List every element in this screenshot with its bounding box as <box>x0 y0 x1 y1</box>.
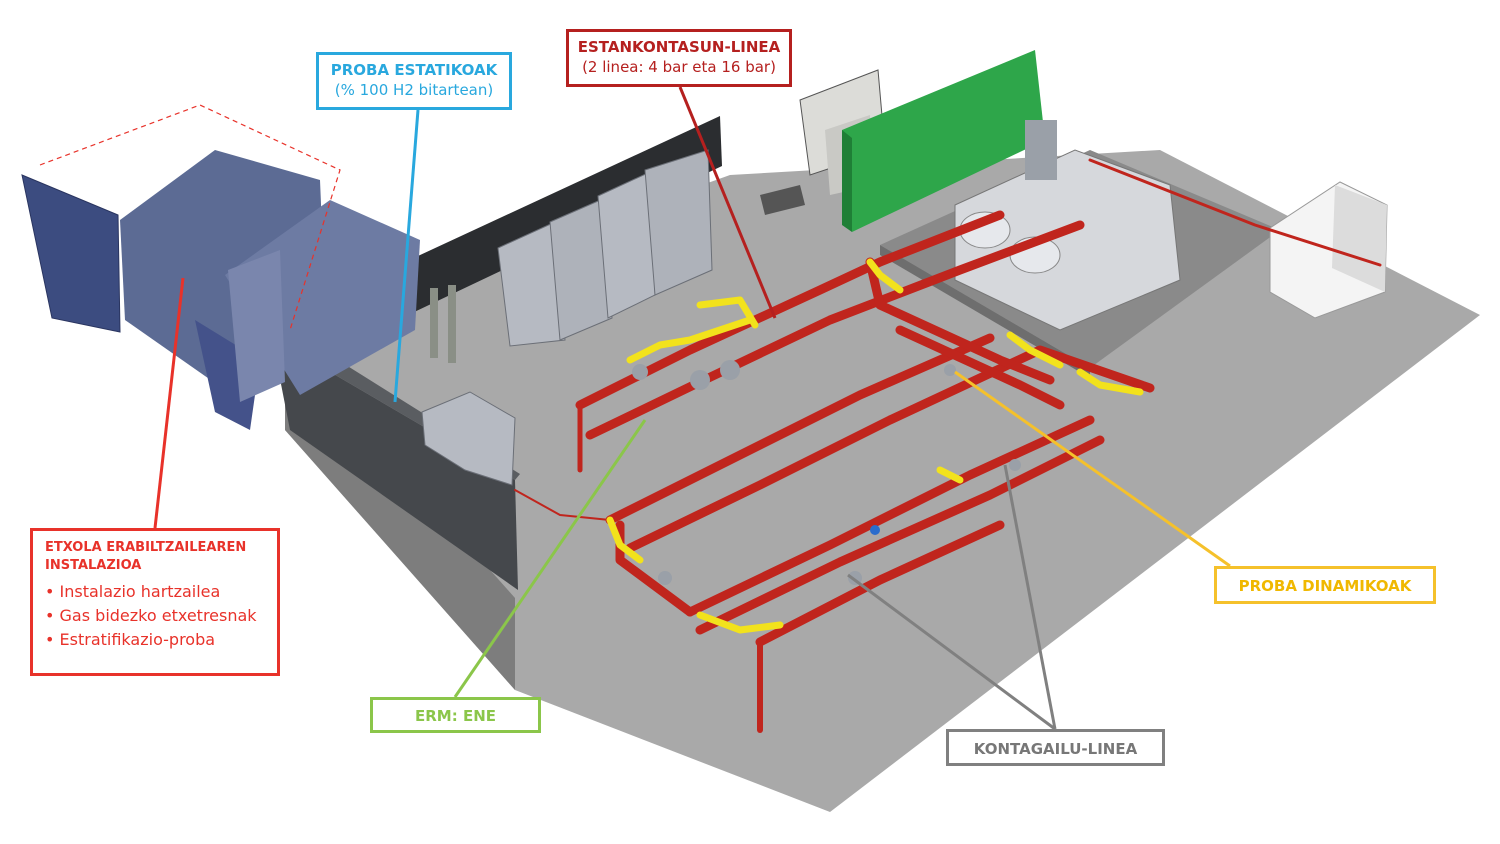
cylinder-racks <box>421 149 713 486</box>
hut-items-list: Instalazio hartzailea Gas bidezko etxetr… <box>45 580 265 652</box>
static-tests-title: PROBA ESTATIKOAK <box>330 61 498 79</box>
label-hut-installation: ETXOLA ERABILTZAILEAREN INSTALAZIOA Inst… <box>30 528 280 676</box>
hut-item: Gas bidezko etxetresnak <box>45 604 265 628</box>
dynamic-tests-title: PROBA DINAMIKOAK <box>1238 577 1412 595</box>
label-erm: ERM: ENE <box>370 697 541 733</box>
erm-title: ERM: ENE <box>415 707 496 725</box>
label-meter-line: KONTAGAILU-LINEA <box>946 729 1165 766</box>
green-unit <box>842 50 1045 232</box>
back-wall <box>405 116 722 314</box>
leader-meter-a <box>847 573 1056 731</box>
leader-hut <box>153 277 185 529</box>
leader-tight <box>678 86 777 319</box>
label-tightness-line: ESTANKONTASUN-LINEA (2 linea: 4 bar eta … <box>566 29 792 87</box>
front-wall <box>272 338 518 590</box>
hut-title-line1: ETXOLA ERABILTZAILEAREN <box>45 540 247 555</box>
leader-static <box>393 109 420 403</box>
leader-erm <box>453 419 647 698</box>
hut-item: Estratifikazio-proba <box>45 628 265 652</box>
hut-title-line2: INSTALAZIOA <box>45 557 142 573</box>
pipe-network <box>514 158 1382 733</box>
user-hut <box>21 104 420 430</box>
static-tests-subtitle: (% 100 H2 bitartean) <box>334 81 494 100</box>
hut-item: Instalazio hartzailea <box>45 580 265 604</box>
leader-meter-b <box>1003 464 1057 730</box>
meter-line-title: KONTAGAILU-LINEA <box>973 740 1138 758</box>
leader-lines <box>153 86 1231 731</box>
label-static-tests: PROBA ESTATIKOAK (% 100 H2 bitartean) <box>316 52 512 110</box>
tightness-line-title: ESTANKONTASUN-LINEA <box>577 38 781 56</box>
label-dynamic-tests: PROBA DINAMIKOAK <box>1214 566 1436 604</box>
leader-dyn <box>954 370 1231 568</box>
tightness-line-subtitle: (2 linea: 4 bar eta 16 bar) <box>582 58 776 77</box>
